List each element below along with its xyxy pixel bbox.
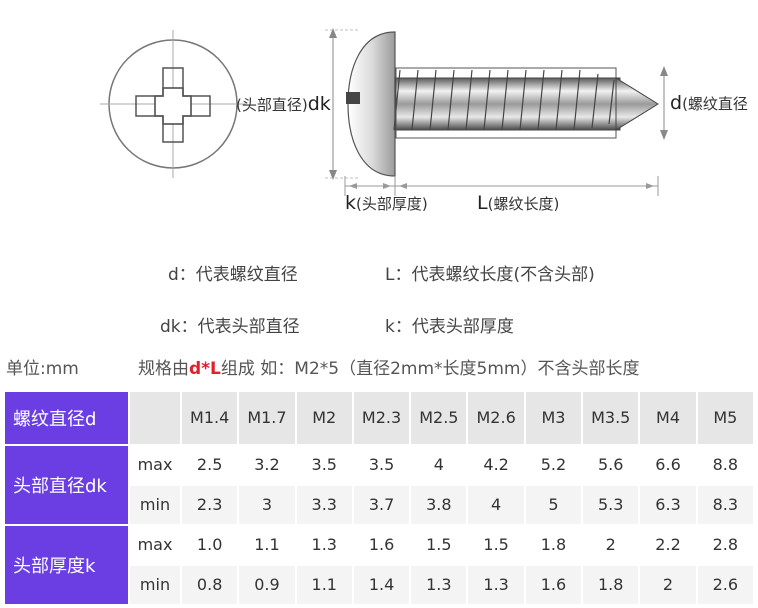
value-cell: 5.2 (523, 443, 584, 486)
table-row-dk-min: min 2.3 3 3.3 3.7 3.8 4 5 5.3 6.3 8.3 (4, 483, 756, 526)
size-cell: M3 (523, 390, 584, 446)
size-cell: M3.5 (581, 390, 641, 446)
sub-max: max (128, 523, 182, 566)
dk-label: (头部直径)dk (236, 93, 331, 115)
value-cell: 3.7 (351, 483, 412, 526)
value-cell: 2.8 (695, 523, 756, 566)
value-cell: 4 (409, 443, 469, 486)
row-header-head-thick: 头部厚度k (3, 523, 130, 607)
value-cell: 1.4 (351, 563, 412, 607)
dk-dimension (325, 28, 360, 180)
value-cell: 3.5 (294, 443, 354, 486)
size-cell: M5 (695, 390, 756, 446)
table-row-k-min: min 0.8 0.9 1.1 1.4 1.3 1.3 1.6 1.8 2 2.… (4, 563, 756, 607)
value-cell: 3.2 (237, 443, 297, 486)
size-cell: M2.5 (409, 390, 469, 446)
legend-d: d：代表螺纹直径 (168, 265, 298, 285)
value-cell: 5.6 (581, 443, 641, 486)
size-cell: M4 (638, 390, 698, 446)
value-cell: 6.3 (638, 483, 698, 526)
value-cell: 6.6 (638, 443, 698, 486)
legend-dk: dk：代表头部直径 (160, 317, 300, 337)
value-cell: 1.3 (466, 563, 526, 607)
sub-max: max (128, 443, 182, 486)
value-cell: 1.5 (466, 523, 526, 566)
value-cell: 2.2 (638, 523, 698, 566)
size-cell: M1.4 (179, 390, 240, 446)
spec-note: 规格由d*L组成 如：M2*5（直径2mm*长度5mm）不含头部长度 (138, 359, 640, 379)
value-cell: 2 (638, 563, 698, 607)
value-cell: 4.2 (466, 443, 526, 486)
spec-table: 螺纹直径d M1.4 M1.7 M2 M2.3 M2.5 M2.6 M3 M3.… (3, 390, 756, 607)
value-cell: 2.3 (179, 483, 240, 526)
value-cell: 8.8 (695, 443, 756, 486)
row-header-thread: 螺纹直径d (3, 390, 130, 446)
value-cell: 5 (523, 483, 584, 526)
value-cell: 3 (237, 483, 297, 526)
value-cell: 8.3 (695, 483, 756, 526)
value-cell: 3.8 (409, 483, 469, 526)
head-top-view (100, 30, 246, 178)
size-cell: M2.3 (351, 390, 412, 446)
table-row-sizes: 螺纹直径d M1.4 M1.7 M2 M2.3 M2.5 M2.6 M3 M3.… (3, 390, 756, 446)
value-cell: 0.8 (179, 563, 240, 607)
size-cell: M2 (294, 390, 354, 446)
table-row-dk-max: 头部直径dk max 2.5 3.2 3.5 3.5 4 4.2 5.2 5.6… (3, 443, 756, 526)
screw-side-view (346, 31, 659, 177)
d-dimension (660, 66, 668, 140)
sub-min: min (128, 563, 182, 607)
value-cell: 1.0 (179, 523, 240, 566)
sub-min: min (128, 483, 182, 526)
value-cell: 2 (581, 523, 641, 566)
k-label: k(头部厚度) (345, 192, 428, 214)
value-cell: 1.3 (294, 523, 354, 566)
L-label: L(螺纹长度) (477, 192, 560, 214)
value-cell: 4 (466, 483, 526, 526)
value-cell: 1.3 (409, 563, 469, 607)
legend-L: L：代表螺纹长度(不含头部) (385, 265, 595, 285)
unit-text: 单位:mm (6, 359, 79, 379)
d-label: d(螺纹直径 (670, 92, 748, 114)
screw-diagram (100, 28, 668, 196)
value-cell: 2.6 (695, 563, 756, 607)
value-cell: 3.5 (351, 443, 412, 486)
size-cell: M2.6 (466, 390, 526, 446)
value-cell: 0.9 (237, 563, 297, 607)
table-row-k-max: 头部厚度k max 1.0 1.1 1.3 1.6 1.5 1.5 1.8 2 … (3, 523, 756, 607)
value-cell: 1.8 (581, 563, 641, 607)
size-cell: M1.7 (237, 390, 297, 446)
value-cell: 5.3 (581, 483, 641, 526)
value-cell: 1.5 (409, 523, 469, 566)
value-cell: 2.5 (179, 443, 240, 486)
value-cell: 1.6 (523, 563, 584, 607)
value-cell: 3.3 (294, 483, 354, 526)
value-cell: 1.6 (351, 523, 412, 566)
legend-k: k：代表头部厚度 (385, 317, 514, 337)
value-cell: 1.1 (237, 523, 297, 566)
row-header-head-dia: 头部直径dk (3, 443, 130, 526)
value-cell: 1.8 (523, 523, 584, 566)
k-L-dimension (344, 176, 659, 196)
value-cell: 1.1 (294, 563, 354, 607)
table-cell-blank (128, 390, 182, 446)
